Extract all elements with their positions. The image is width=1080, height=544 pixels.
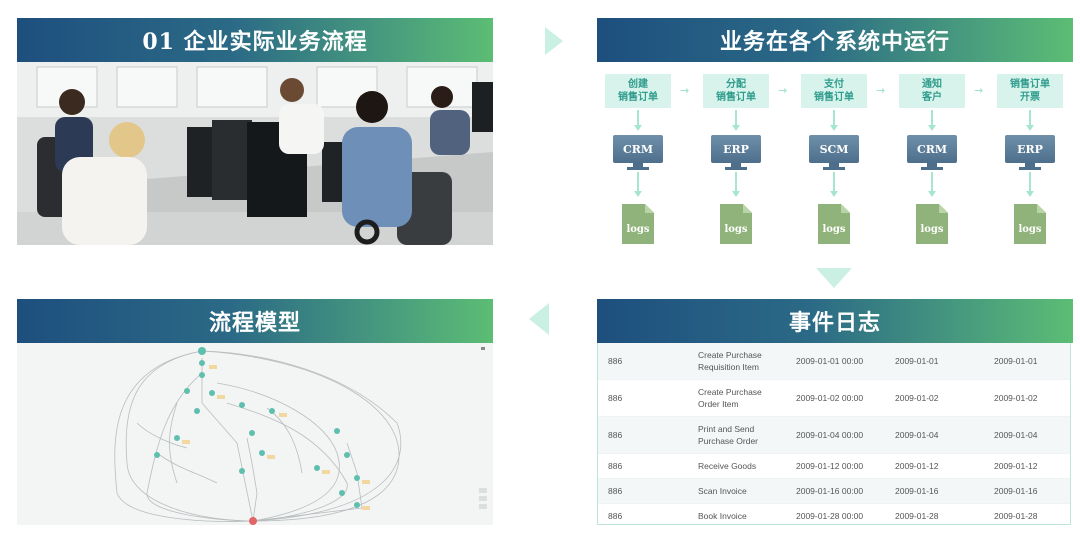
- title-text: 01 企业实际业务流程: [142, 29, 368, 55]
- arrow-down-icon: [634, 191, 642, 197]
- table-cell-activity: Create Purchase Requisition Item: [688, 343, 786, 380]
- flow-step: 销售订单开票: [997, 74, 1063, 108]
- arrow-down-icon: [816, 268, 852, 288]
- table-cell-timestamp: 2009-01-12 00:00: [786, 453, 885, 479]
- arrow-down-icon: [634, 125, 642, 131]
- flow-step: 支付销售订单: [801, 74, 867, 108]
- flow-step: 分配销售订单: [703, 74, 769, 108]
- table-cell-timestamp: 2009-01-04 00:00: [786, 416, 885, 454]
- table-cell-activity: Scan Invoice: [688, 478, 786, 504]
- table-cell-case: 886: [598, 416, 688, 454]
- title-process-model: 流程模型: [17, 299, 493, 343]
- arrow-right-icon: [545, 27, 563, 55]
- table-cell-timestamp: 2009-01-28 00:00: [786, 503, 885, 524]
- flow-step: 通知客户: [899, 74, 965, 108]
- table-cell-case: 886: [598, 503, 688, 524]
- arrow-left-icon: [529, 303, 549, 335]
- arrow-right-icon: →: [778, 84, 788, 97]
- log-document-icon: logs: [818, 204, 850, 244]
- table-cell-activity: Print and Send Purchase Order: [688, 416, 786, 454]
- table-cell-end: 2009-01-01: [984, 343, 1070, 380]
- log-document-icon: logs: [1014, 204, 1046, 244]
- monitor-icon: CRM: [907, 135, 957, 170]
- title-event-log: 事件日志: [597, 299, 1073, 343]
- title-text: 事件日志: [788, 310, 881, 336]
- arrow-down-icon: [1026, 125, 1034, 131]
- table-cell-start: 2009-01-16: [885, 478, 984, 504]
- title-text: 业务在各个系统中运行: [719, 29, 950, 55]
- table-cell-activity: Receive Goods: [688, 453, 786, 479]
- log-document-icon: logs: [720, 204, 752, 244]
- table-cell-start: 2009-01-28: [885, 503, 984, 524]
- arrow-down-icon: [732, 125, 740, 131]
- arrow-down-icon: [732, 191, 740, 197]
- title-text: 流程模型: [208, 310, 301, 336]
- table-cell-case: 886: [598, 453, 688, 479]
- table-cell-start: 2009-01-04: [885, 416, 984, 454]
- arrow-right-icon: →: [876, 84, 886, 97]
- table-cell-timestamp: 2009-01-16 00:00: [786, 478, 885, 504]
- arrow-down-icon: [830, 125, 838, 131]
- process-model-graph: [17, 343, 493, 525]
- title-business-process: 01 企业实际业务流程: [17, 18, 493, 62]
- office-photo: [17, 62, 493, 245]
- table-cell-case: 886: [598, 478, 688, 504]
- table-cell-end: 2009-01-04: [984, 416, 1070, 454]
- table-cell-start: 2009-01-12: [885, 453, 984, 479]
- monitor-icon: ERP: [1005, 135, 1055, 170]
- arrow-right-icon: →: [974, 84, 984, 97]
- monitor-icon: CRM: [613, 135, 663, 170]
- monitor-icon: SCM: [809, 135, 859, 170]
- table-cell-activity: Book Invoice: [688, 503, 786, 524]
- table-cell-timestamp: 2009-01-02 00:00: [786, 379, 885, 417]
- arrow-down-icon: [1026, 191, 1034, 197]
- table-cell-start: 2009-01-02: [885, 379, 984, 417]
- table-cell-end: 2009-01-28: [984, 503, 1070, 524]
- arrow-right-icon: →: [680, 84, 690, 97]
- table-cell-end: 2009-01-12: [984, 453, 1070, 479]
- table-cell-case: 886: [598, 379, 688, 417]
- flow-step: 创建销售订单: [605, 74, 671, 108]
- arrow-down-icon: [928, 125, 936, 131]
- table-cell-activity: Create Purchase Order Item: [688, 379, 786, 417]
- table-cell-end: 2009-01-16: [984, 478, 1070, 504]
- log-document-icon: logs: [622, 204, 654, 244]
- log-document-icon: logs: [916, 204, 948, 244]
- arrow-down-icon: [830, 191, 838, 197]
- table-cell-case: 886: [598, 343, 688, 380]
- table-cell-timestamp: 2009-01-01 00:00: [786, 343, 885, 380]
- table-cell-start: 2009-01-01: [885, 343, 984, 380]
- table-cell-end: 2009-01-02: [984, 379, 1070, 417]
- title-systems: 业务在各个系统中运行: [597, 18, 1073, 62]
- monitor-icon: ERP: [711, 135, 761, 170]
- arrow-down-icon: [928, 191, 936, 197]
